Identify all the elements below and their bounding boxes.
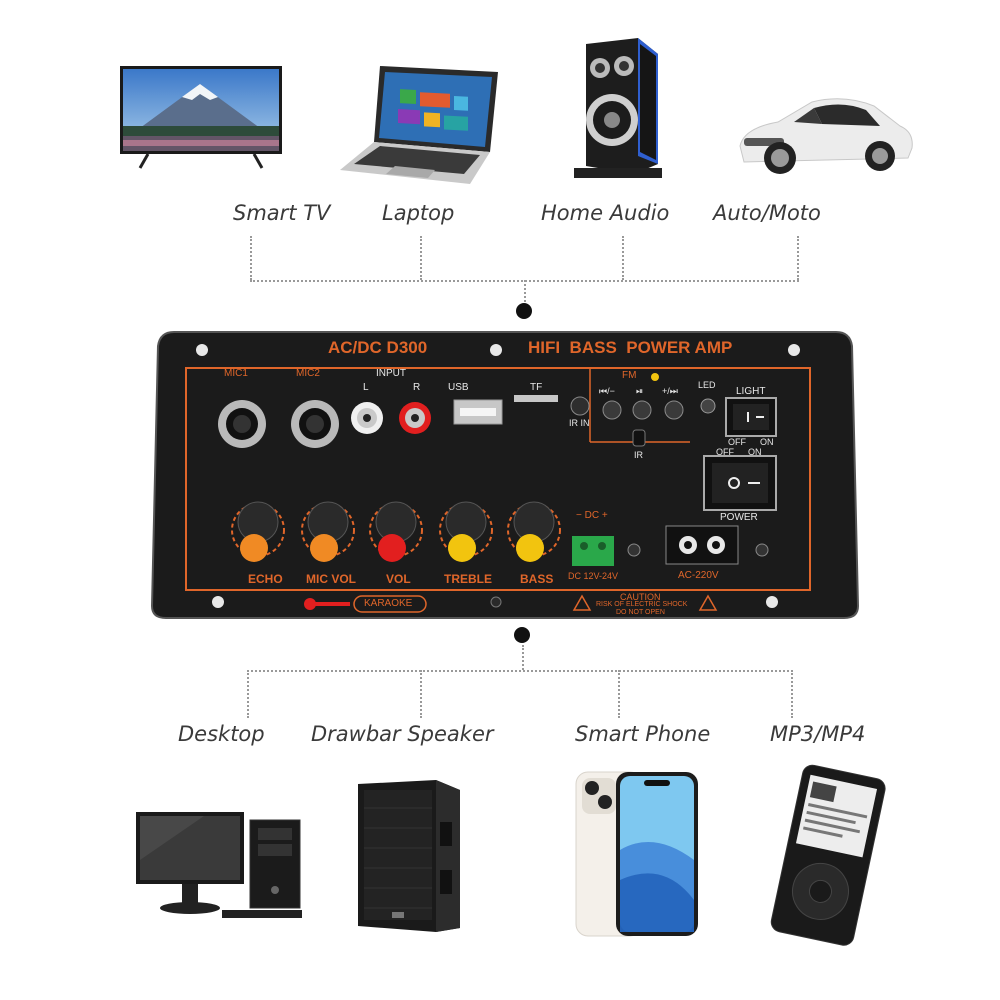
fm-label: FM [622,370,637,381]
amplifier-panel: AC/DC D300 HIFI BASS POWER AMP MIC1 MIC2… [150,330,860,620]
input-label: INPUT [376,368,406,379]
caution-line2: DO NOT OPEN [616,609,665,616]
top-connector [250,236,252,280]
power-off-label: OFF [716,447,734,457]
laptop-icon [340,66,498,184]
play-button-label: ⏯ [636,386,644,396]
bottom-label-drawbar-speaker: Drawbar Speaker [311,722,494,746]
tv-icon [120,66,282,169]
bottom-connector [791,670,793,718]
light-on-label: ON [760,437,774,447]
mic1-label: MIC1 [224,368,248,379]
top-connector [622,236,624,280]
usb-label: USB [448,382,469,393]
knob-label-echo: ECHO [248,572,283,586]
ir-in-label: IR IN [569,418,590,428]
top-connector [797,236,799,280]
next-button-label: +/⏭ [662,386,678,396]
prev-button-label: ⏮/− [599,386,615,396]
top-node [516,303,532,319]
light-label: LIGHT [736,386,766,397]
dc-range-label: DC 12V-24V [568,571,619,581]
top-connector [524,280,526,302]
top-label-smart-tv: Smart TV [233,201,331,225]
knob-label-vol: VOL [386,572,411,586]
input-l-label: L [363,382,369,393]
top-connector [420,236,422,280]
caution-line1: RISK OF ELECTRIC SHOCK [596,601,688,608]
drawbar-speaker-icon [358,780,460,932]
panel-graphics [150,331,860,619]
mp3-player-icon [770,764,886,946]
knob-label-mic-vol: MIC VOL [306,572,356,586]
panel-title: HIFI BASS POWER AMP [528,338,733,357]
mic2-label: MIC2 [296,368,320,379]
bottom-node [514,627,530,643]
bottom-label-mp3-mp4: MP3/MP4 [770,722,866,746]
bottom-connector [618,670,620,718]
input-r-label: R [413,382,421,393]
top-label-laptop: Laptop [382,201,455,225]
dc-polarity-label: − DC + [576,510,608,521]
bottom-connector [247,670,249,718]
bottom-connector [420,670,422,718]
bottom-connector [522,645,524,670]
bottom-label-desktop: Desktop [178,722,265,746]
bottom-label-smart-phone: Smart Phone [575,722,711,746]
top-label-home-audio: Home Audio [541,201,670,225]
car-icon [739,98,913,174]
panel-model: AC/DC D300 [328,338,428,357]
smartphone-icon [575,771,698,937]
caution-title: CAUTION [620,592,661,602]
karaoke-label: KARAOKE [364,598,413,609]
top-label-auto-moto: Auto/Moto [713,201,821,225]
speaker-icon [574,38,662,178]
desktop-pc-icon [136,812,302,918]
power-on-label: ON [748,447,762,457]
light-off-label: OFF [728,437,746,447]
tf-label: TF [530,382,543,393]
bottom-connector [247,670,793,672]
knob-label-treble: TREBLE [444,572,492,586]
led-label: LED [698,380,716,390]
knob-label-bass: BASS [520,572,554,586]
ir-label: IR [634,450,643,460]
power-label: POWER [720,512,758,523]
ac-label: AC-220V [678,570,719,581]
